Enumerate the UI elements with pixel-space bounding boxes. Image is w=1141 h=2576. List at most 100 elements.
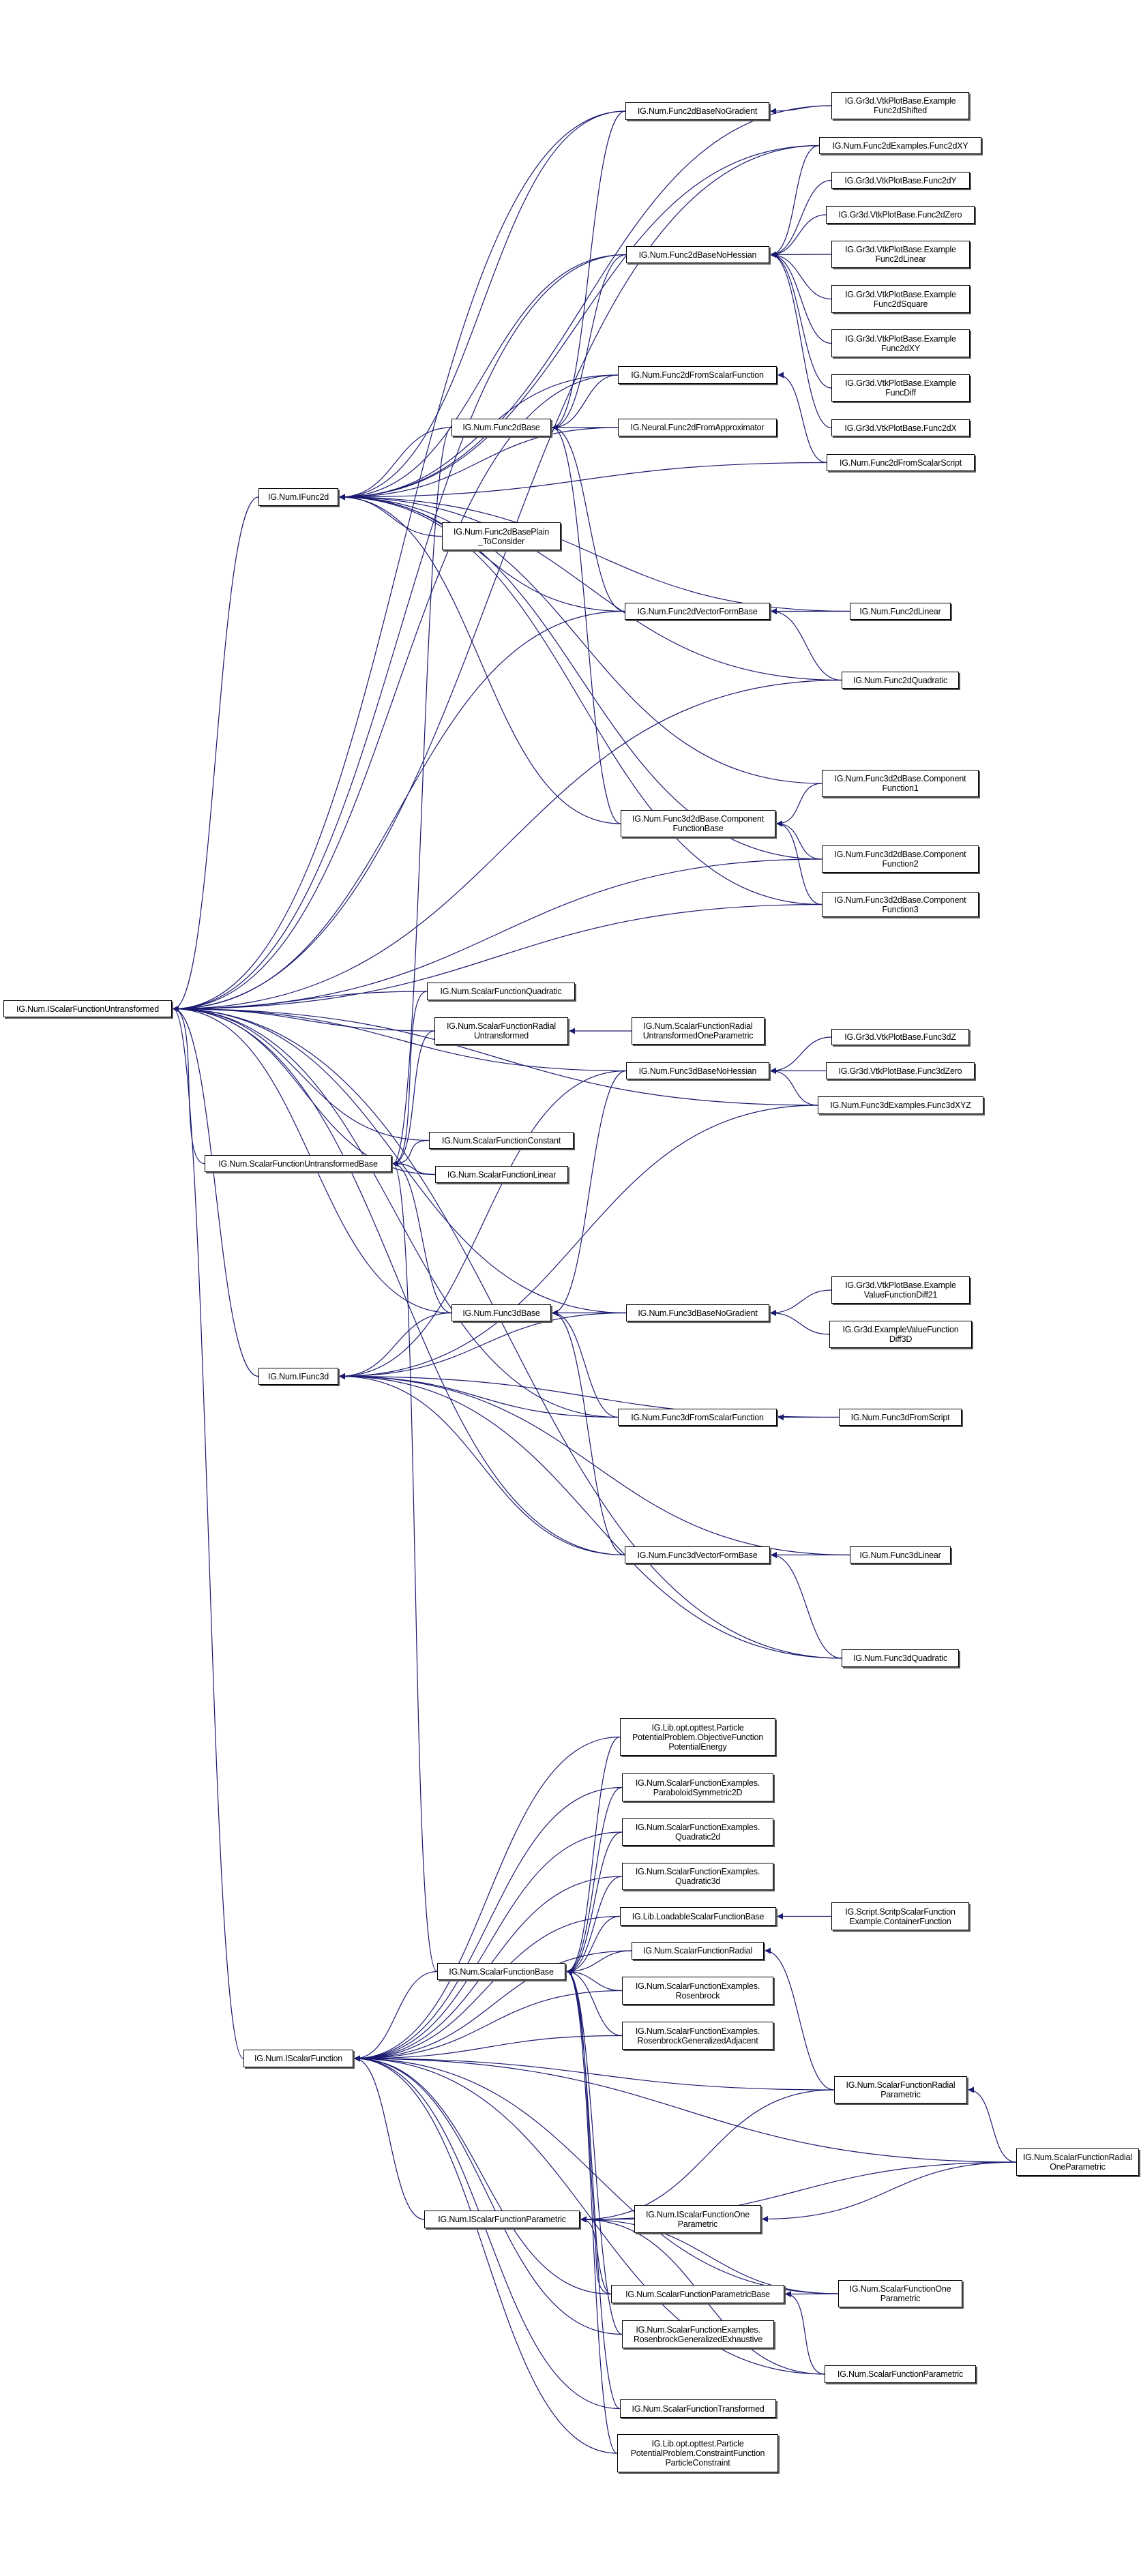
class-node-SFPB[interactable]: IG.Num.ScalarFunctionParametricBase: [611, 2285, 784, 2303]
inheritance-edge-NoHess3-to-U: [173, 1006, 627, 1072]
class-node-label: IG.Num.Func2dVectorFormBase: [637, 606, 758, 616]
class-node-F2dQuad[interactable]: IG.Num.Func2dQuadratic: [842, 672, 959, 689]
class-node-label: IG.Num.ScalarFunctionQuadratic: [440, 987, 562, 996]
inheritance-edge-PotEnergy-to-SFBase: [566, 1736, 621, 1975]
class-node-F3dQuad[interactable]: IG.Num.Func3dQuadratic: [842, 1649, 959, 1667]
class-node-U[interactable]: IG.Num.IScalarFunctionUntransformed: [3, 1000, 172, 1017]
class-node-Rosenbrock[interactable]: IG.Num.ScalarFunctionExamples.Rosenbrock: [622, 1977, 773, 2005]
class-node-label: IG.Num.ScalarFunctionLinear: [447, 1169, 557, 1180]
class-node-IFunc3d[interactable]: IG.Num.IFunc3d: [258, 1368, 338, 1385]
class-node-NoGrad2[interactable]: IG.Num.Func2dBaseNoGradient: [625, 102, 769, 120]
class-node-label: IG.Num.Func3dBase: [462, 1308, 540, 1318]
inheritance-edge-Q2d-to-SFBase: [566, 1831, 623, 1975]
class-node-SFQuadratic[interactable]: IG.Num.ScalarFunctionQuadratic: [427, 983, 575, 1000]
class-node-IScalarFunction[interactable]: IG.Num.IScalarFunction: [243, 2050, 353, 2067]
class-node-label: IG.Num.Func3dFromScript: [850, 1412, 950, 1422]
class-node-F2dX[interactable]: IG.Gr3d.VtkPlotBase.Func2dX: [831, 419, 970, 436]
class-node-label: IG.Gr3d.VtkPlotBase.Func2dZero: [838, 210, 962, 220]
class-node-F2dXYex[interactable]: IG.Num.Func2dExamples.Func2dXY: [819, 137, 981, 154]
class-node-label: Func2dLinear: [875, 254, 926, 264]
class-node-F3dLinear[interactable]: IG.Num.Func3dLinear: [850, 1546, 951, 1563]
class-node-F3dZero[interactable]: IG.Gr3d.VtkPlotBase.Func3dZero: [826, 1062, 975, 1079]
class-node-Func3dBase[interactable]: IG.Num.Func3dBase: [451, 1304, 551, 1321]
inheritance-edge-F2dY-to-NoHess2: [770, 179, 832, 258]
inheritance-edge-F3dFromSF-to-Func3dBase: [552, 1310, 619, 1418]
class-node-label: IG.Num.IScalarFunctionParametric: [438, 2215, 566, 2224]
class-node-label: IG.Num.ScalarFunctionExamples.: [636, 2324, 760, 2335]
inheritance-edge-PartConstr-to-IScalarFunction: [354, 2055, 618, 2454]
class-node-RGAdj[interactable]: IG.Num.ScalarFunctionExamples.Rosenbrock…: [622, 2022, 773, 2050]
class-node-F2dZero[interactable]: IG.Gr3d.VtkPlotBase.Func2dZero: [826, 206, 975, 224]
class-node-SFLinear[interactable]: IG.Num.ScalarFunctionLinear: [435, 1166, 568, 1183]
class-node-RGExh[interactable]: IG.Num.ScalarFunctionExamples.Rosenbrock…: [622, 2320, 774, 2348]
inheritance-edge-SFBase-to-IScalarFunction: [354, 1971, 438, 2062]
class-node-NoHess2[interactable]: IG.Num.Func2dBaseNoHessian: [626, 246, 769, 263]
class-node-SFUB[interactable]: IG.Num.ScalarFunctionUntransformedBase: [205, 1155, 391, 1172]
class-node-F2dVFB[interactable]: IG.Num.Func2dVectorFormBase: [625, 603, 770, 620]
class-node-SFParam[interactable]: IG.Num.ScalarFunctionParametric: [825, 2365, 976, 2383]
class-node-label: IG.Num.Func3dBaseNoGradient: [638, 1308, 758, 1318]
class-node-F2dY[interactable]: IG.Gr3d.VtkPlotBase.Func2dY: [831, 172, 970, 189]
class-node-label: Quadratic3d: [675, 1876, 720, 1886]
class-node-IFunc2d[interactable]: IG.Num.IFunc2d: [258, 488, 338, 506]
inheritance-edge-RGAdj-to-SFBase: [566, 1968, 623, 2037]
inheritance-edge-SFTrans-to-IScalarFunction: [354, 2055, 621, 2410]
class-node-Loadable[interactable]: IG.Lib.LoadableScalarFunctionBase: [620, 1907, 776, 1926]
inheritance-edge-IFunc3d-to-U: [173, 1006, 259, 1377]
class-node-F2dFromSF[interactable]: IG.Num.Func2dFromScalarFunction: [618, 366, 777, 384]
inheritance-edge-Func2dBase-to-SFUB: [392, 427, 452, 1167]
class-node-label: IG.Num.Func2dBasePlain: [453, 526, 550, 537]
class-node-F2dLinear[interactable]: IG.Num.Func2dLinear: [850, 603, 951, 620]
inheritance-edge-NoHess3-to-IFunc3d: [339, 1070, 627, 1379]
class-node-F3dXYZ[interactable]: IG.Num.Func3dExamples.Func3dXYZ: [818, 1096, 983, 1114]
class-node-label: IG.Num.ScalarFunctionRadial: [846, 2080, 955, 2090]
class-node-label: OneParametric: [1050, 2162, 1106, 2172]
class-node-ISFParam[interactable]: IG.Num.IScalarFunctionParametric: [424, 2211, 580, 2228]
inheritance-edge-CF1-to-CFB: [776, 783, 823, 827]
class-node-Func2dBase[interactable]: IG.Num.Func2dBase: [451, 419, 551, 436]
class-node-SFRadial[interactable]: IG.Num.ScalarFunctionRadial: [632, 1942, 764, 1960]
class-node-F3dZ[interactable]: IG.Gr3d.VtkPlotBase.Func3dZ: [831, 1029, 969, 1045]
class-node-F3dScript[interactable]: IG.Num.Func3dFromScript: [839, 1409, 962, 1426]
class-node-F3dVFB[interactable]: IG.Num.Func3dVectorFormBase: [625, 1546, 770, 1563]
class-node-Paraboloid[interactable]: IG.Num.ScalarFunctionExamples.Paraboloid…: [622, 1773, 773, 1801]
class-node-label: FuncDiff: [885, 388, 916, 398]
class-node-NoGrad3[interactable]: IG.Num.Func3dBaseNoGradient: [626, 1304, 769, 1321]
inheritance-edge-NoGrad2-to-U: [173, 110, 626, 1012]
class-node-Q2d[interactable]: IG.Num.ScalarFunctionExamples.Quadratic2…: [622, 1818, 773, 1846]
class-node-NoHess3[interactable]: IG.Num.Func3dBaseNoHessian: [626, 1062, 769, 1079]
class-node-label: IG.Num.ScalarFunctionExamples.: [635, 2026, 760, 2036]
class-node-Q3d[interactable]: IG.Num.ScalarFunctionExamples.Quadratic3…: [622, 1863, 773, 1890]
class-node-SFTrans[interactable]: IG.Num.ScalarFunctionTransformed: [620, 2399, 776, 2418]
inheritance-edge-NoGrad2-to-Func2dBase: [552, 110, 626, 431]
class-node-F2dScript[interactable]: IG.Num.Func2dFromScalarScript: [827, 454, 975, 471]
inheritance-edge-F3dFromSF-to-IFunc3d: [339, 1373, 619, 1418]
class-node-Neural[interactable]: IG.Neural.Func2dFromApproximator: [618, 419, 777, 436]
inheritance-edge-F2dFromSF-to-Func2dBase: [552, 374, 619, 431]
class-node-F3dFromSF[interactable]: IG.Num.Func3dFromScalarFunction: [618, 1409, 777, 1426]
class-node-SFConstant[interactable]: IG.Num.ScalarFunctionConstant: [429, 1132, 574, 1149]
class-node-SFBase[interactable]: IG.Num.ScalarFunctionBase: [437, 1963, 565, 1980]
class-node-Plain[interactable]: IG.Num.Func2dBasePlain_ToConsider: [442, 522, 561, 550]
inheritance-edge-F2dXYex-to-IFunc2d: [339, 145, 820, 500]
